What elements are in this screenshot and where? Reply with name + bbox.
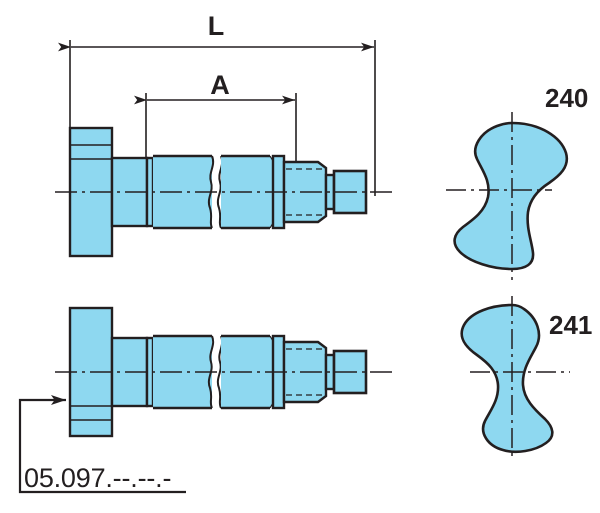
dimension-L: L [58, 11, 376, 196]
dimension-A-label: A [210, 70, 230, 100]
part-number-callout: 05.097.--.--.- [18, 395, 186, 494]
lower-break-line-right [216, 335, 224, 409]
part-number-leader-line [18, 395, 186, 494]
dimension-A: A [134, 70, 297, 163]
dimension-L-label: L [208, 11, 225, 41]
cam-241-outline [460, 303, 554, 454]
cam-profile-241: 241 [460, 296, 592, 460]
upper-main-body-left-fill [153, 156, 212, 228]
cam-241-label: 241 [549, 310, 592, 340]
cam-profile-240: 240 [446, 83, 588, 280]
cam-240-label: 240 [545, 83, 588, 113]
shaft-view-lower [55, 306, 392, 438]
upper-break-line-right [216, 155, 224, 229]
part-number-text: 05.097.--.--.- [24, 463, 171, 493]
upper-break-line-left [207, 155, 215, 229]
cam-240-outline [453, 121, 569, 271]
lower-break-line-left [207, 335, 215, 409]
shaft-view-upper [55, 126, 392, 258]
lower-main-body-left-fill [153, 336, 212, 408]
